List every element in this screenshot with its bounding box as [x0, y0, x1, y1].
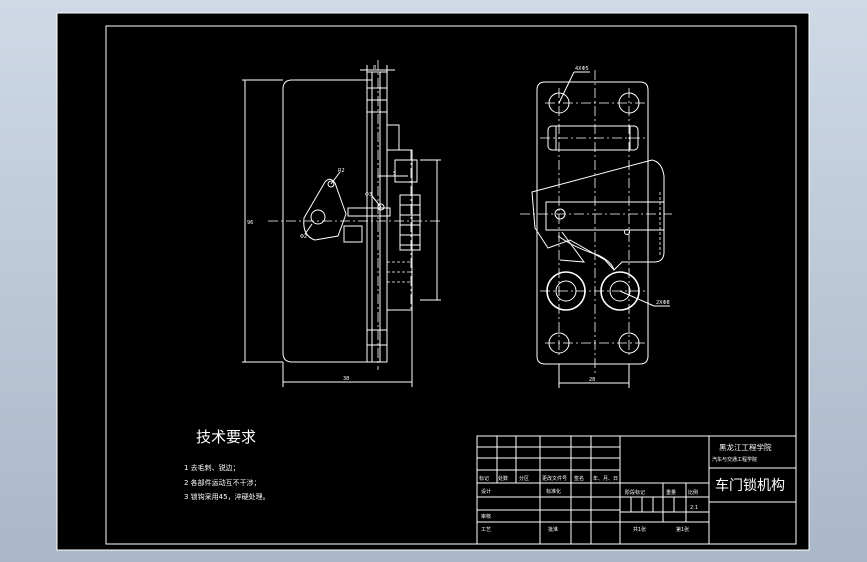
tb-sheet-no: 第1张 — [676, 526, 689, 533]
left-callout-a: R2 — [338, 168, 345, 174]
left-top-dim-label: 8 — [373, 65, 376, 71]
tb-drawing-name: 车门锁机构 — [715, 477, 785, 494]
right-width-dim-label: 28 — [589, 377, 595, 383]
tb-standardization: 标准化 — [546, 488, 561, 495]
right-callout-top: 4XΦ5 — [575, 66, 589, 72]
tech-requirement-1: 1 去毛刺、锐边； — [184, 463, 240, 472]
tb-label-mark: 标记 — [479, 475, 489, 482]
tb-label-date: 年、月、日 — [593, 475, 618, 482]
right-front-view: 28 4XΦ5 2XΦ8 — [520, 66, 672, 388]
left-callout-b: Φ3 — [365, 192, 372, 198]
paper-outer-border — [56, 12, 810, 551]
paper-inner-frame — [105, 25, 797, 545]
right-mount-plate — [536, 81, 649, 365]
tb-design: 设计 — [481, 488, 491, 495]
tech-requirements: 技术要求 1 去毛刺、锐边； 2 各部件运动互不干涉； 3 锁钩采用45，淬硬处… — [184, 428, 270, 501]
title-block: 标记 处数 分区 更改文件号 签名 年、月、日 设计 标准化 审核 工艺 批准 … — [476, 435, 797, 545]
tb-ratio-label: 比例 — [688, 489, 698, 496]
left-latch-arm — [303, 178, 347, 241]
title-block-frame — [476, 435, 797, 545]
tb-approve: 批准 — [548, 526, 558, 533]
tech-requirements-title: 技术要求 — [196, 428, 256, 446]
tb-ratio-value: 2:1 — [690, 505, 698, 511]
left-side-block — [386, 149, 413, 311]
tb-label-count: 处数 — [498, 475, 508, 482]
tb-label-zone: 分区 — [519, 475, 529, 482]
tb-weight: 重量 — [666, 489, 676, 496]
left-mid-dim-label: 5 — [393, 171, 396, 177]
tech-requirement-3: 3 锁钩采用45，淬硬处理。 — [184, 492, 270, 501]
tb-label-change-doc: 更改文件号 — [542, 475, 567, 482]
left-side-view: 96 38 8 5 R2 Φ3 Φ2 — [242, 60, 441, 387]
left-plate-outline — [282, 79, 373, 363]
tb-sheets-total: 共1张 — [633, 526, 646, 533]
right-callout-bottom: 2XΦ8 — [656, 300, 670, 306]
left-height-dim-label: 96 — [247, 220, 253, 226]
tb-label-sign: 签名 — [574, 475, 584, 482]
left-width-dim-label: 38 — [343, 376, 349, 382]
tb-stage-mark: 阶段标记 — [625, 489, 645, 496]
left-callout-c: Φ2 — [300, 234, 307, 240]
tb-school: 黑龙江工程学院 — [719, 442, 772, 452]
tb-department: 汽车与交通工程学院 — [712, 456, 757, 463]
right-latch-body — [531, 159, 665, 271]
tb-review: 审核 — [481, 513, 491, 520]
tb-process: 工艺 — [481, 527, 491, 533]
tech-requirement-2: 2 各部件运动互不干涉； — [184, 478, 261, 487]
